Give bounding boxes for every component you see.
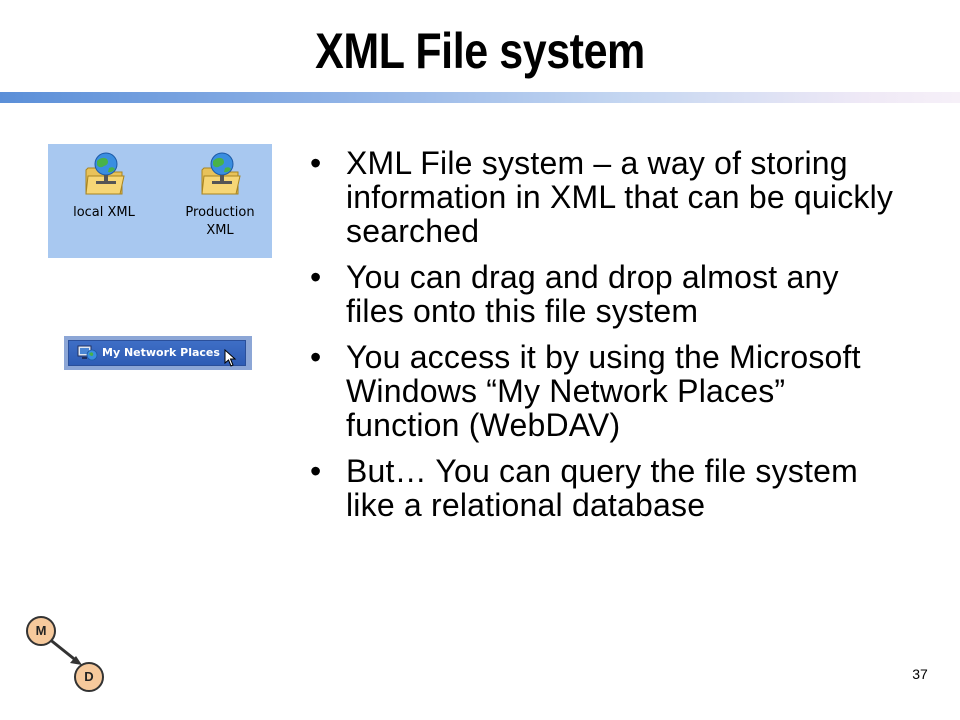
bullet-item: • XML File system – a way of storing inf… (300, 146, 900, 248)
logo-node-d: D (74, 662, 104, 692)
bullet-dot: • (310, 145, 322, 181)
network-folder-icon (201, 152, 241, 195)
bullet-dot: • (310, 259, 322, 295)
slide-title: XML File system (315, 23, 645, 79)
logo-arrow-icon (47, 636, 82, 665)
page-number: 37 (912, 666, 928, 682)
bullet-text: XML File system – a way of storing infor… (346, 145, 894, 249)
bullet-item: • But… You can query the file system lik… (300, 454, 900, 522)
network-places-label: My Network Places (102, 346, 220, 359)
folder-label: Production (185, 205, 255, 220)
explorer-icons-panel: local XML Production XML (48, 144, 272, 258)
logo-node-m: M (26, 616, 56, 646)
production-xml-folder[interactable]: Production XML (170, 150, 270, 239)
network-places-icon (77, 345, 98, 361)
folder-label: XML (206, 223, 234, 238)
bullet-text: But… You can query the file system like … (346, 453, 858, 523)
local-xml-folder[interactable]: local XML (54, 150, 154, 221)
my-network-places-item[interactable]: My Network Places (68, 340, 246, 367)
bullet-text: You can drag and drop almost any files o… (346, 259, 839, 329)
bullet-text: You access it by using the Microsoft Win… (346, 339, 861, 443)
mouse-cursor-icon (224, 349, 237, 367)
folder-label: local XML (73, 205, 135, 220)
bullet-dot: • (310, 339, 322, 375)
my-network-places-bar: My Network Places (64, 336, 252, 370)
title-underline-bar (0, 92, 960, 103)
bullet-list: • XML File system – a way of storing inf… (300, 146, 900, 534)
bullet-item: • You access it by using the Microsoft W… (300, 340, 900, 442)
bullet-item: • You can drag and drop almost any files… (300, 260, 900, 328)
bullet-dot: • (310, 453, 322, 489)
network-folder-icon (85, 152, 125, 195)
